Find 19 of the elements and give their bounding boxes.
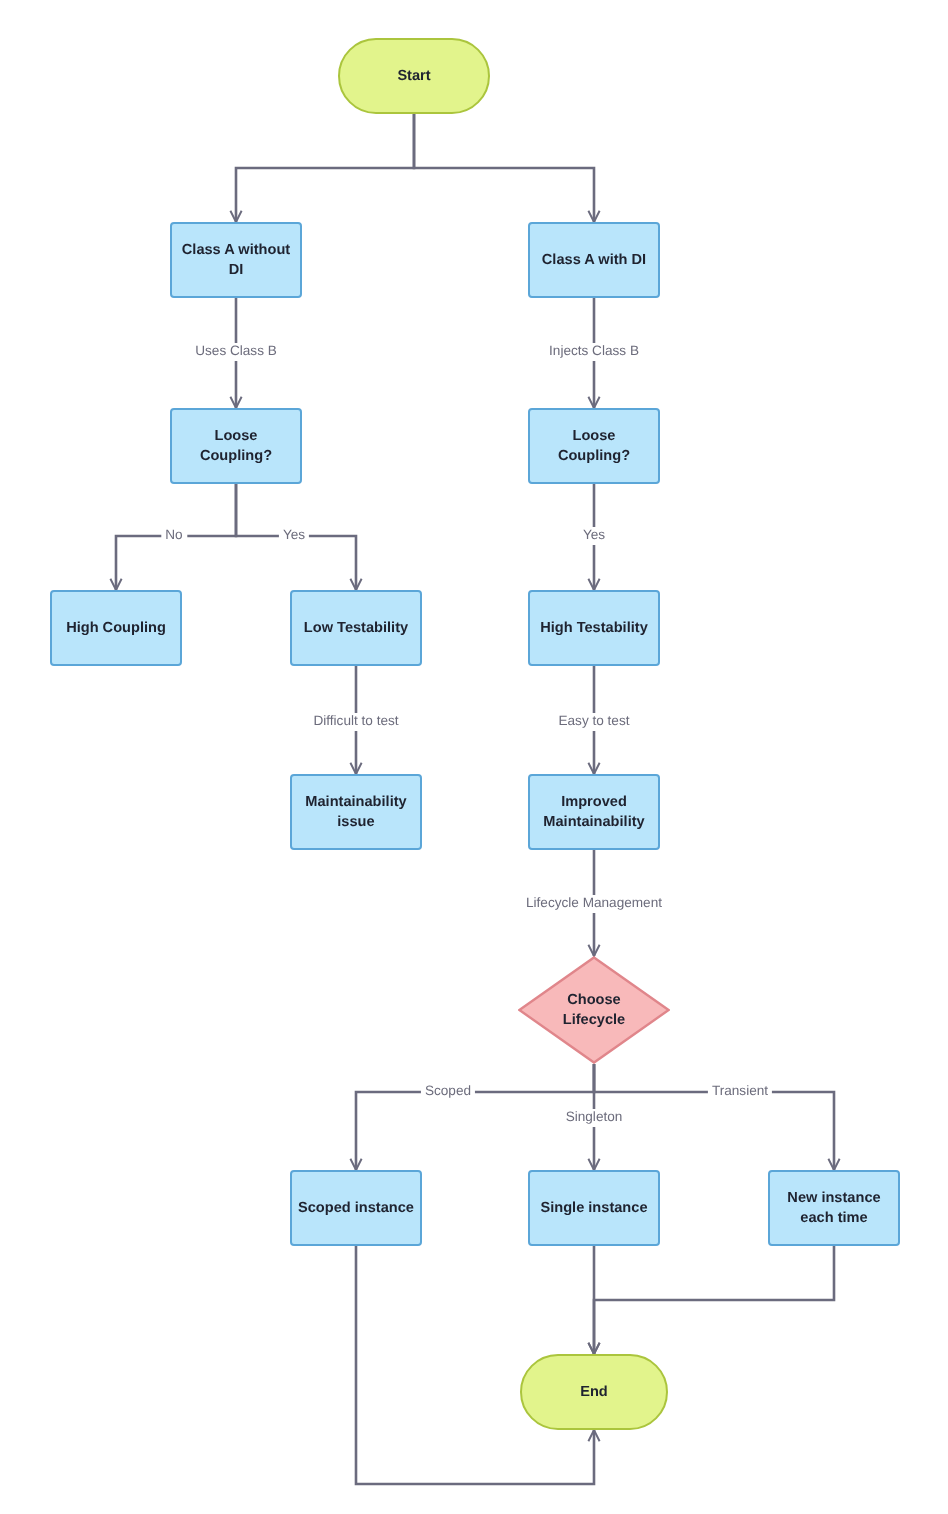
arrow xyxy=(412,114,601,223)
terminal-pill xyxy=(338,38,490,114)
process-box xyxy=(290,590,422,666)
process-box xyxy=(528,590,660,666)
arrow xyxy=(354,1246,601,1486)
process-box xyxy=(170,408,302,484)
process-box xyxy=(528,774,660,850)
arrow xyxy=(587,484,601,591)
process-box xyxy=(290,774,422,850)
process-box xyxy=(528,1170,660,1246)
terminal-pill xyxy=(520,1354,668,1430)
process-box xyxy=(290,1170,422,1246)
process-box xyxy=(768,1170,900,1246)
arrow xyxy=(587,1246,836,1355)
process-box xyxy=(528,408,660,484)
process-box xyxy=(170,222,302,298)
process-box xyxy=(528,222,660,298)
process-box xyxy=(50,590,182,666)
arrow xyxy=(234,484,363,591)
